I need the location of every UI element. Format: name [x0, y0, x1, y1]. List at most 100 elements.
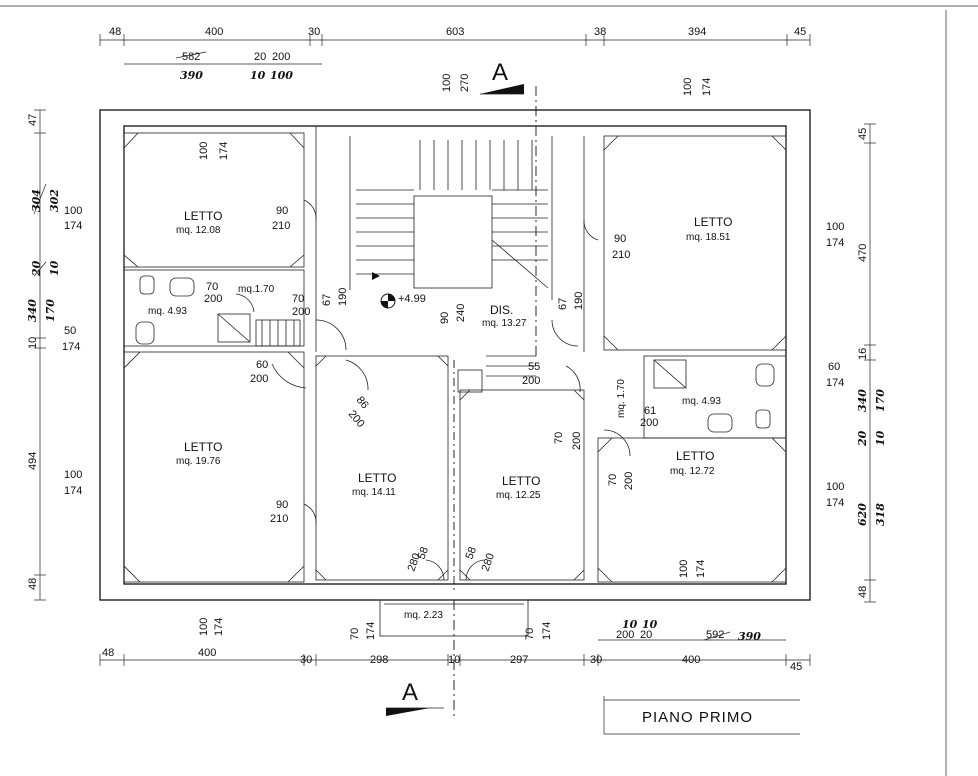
door-h-10: 200	[522, 375, 540, 387]
bottom-dim-8: 400	[682, 654, 700, 666]
door-h-14: 200	[346, 408, 367, 430]
building-walls	[99, 109, 811, 637]
win-h-12: 174	[541, 622, 553, 640]
right-hand-2: 10	[874, 430, 887, 446]
room-area-dis: mq. 13.27	[482, 318, 527, 329]
room-area-1: mq. 12.08	[176, 225, 221, 236]
bottom-dim-7: 30	[590, 654, 602, 666]
left-dim-2: 10	[27, 337, 39, 349]
win-w-12: 70	[524, 628, 536, 640]
door-w-6: 60	[256, 359, 268, 371]
win-w-5: 50	[64, 325, 76, 337]
door-w-5: 70	[292, 293, 304, 305]
win-w-4: 100	[64, 205, 82, 217]
door-h-5: 200	[292, 306, 310, 318]
plan-title: PIANO PRIMO	[642, 709, 753, 726]
left-hand-3: 170	[44, 299, 57, 322]
door-h-11: 200	[640, 417, 658, 429]
win-h-4: 174	[64, 220, 82, 232]
left-hand-1: 302	[48, 189, 61, 212]
bottom-dim-3: 30	[300, 654, 312, 666]
right-dim-4: 48	[857, 586, 869, 598]
bottom-dim-4: 298	[370, 654, 388, 666]
top-sub-d2: 200	[272, 51, 290, 63]
room-labels: LETTO mq. 12.08 LETTO mq. 18.51 LETTO mq…	[148, 209, 732, 621]
win-w-6: 100	[64, 469, 82, 481]
door-h-1: 210	[272, 220, 290, 232]
door-w-1: 90	[276, 205, 288, 217]
level-label: +4.99	[398, 293, 426, 305]
left-dim-4: 48	[27, 578, 39, 590]
bottom-sub-hand1: 10	[622, 618, 638, 631]
bottom-sub-struck: 592	[706, 629, 724, 641]
bottom-sub-d1: 200	[616, 629, 634, 641]
door-w-3: 90	[276, 499, 288, 511]
room-area-2: mq. 18.51	[686, 232, 731, 243]
door-h-7: 190	[337, 288, 349, 306]
win-w-1: 100	[198, 142, 210, 160]
right-hand-struck2: 20	[856, 430, 869, 447]
win-h-7: 174	[826, 237, 844, 249]
title-block: PIANO PRIMO	[603, 696, 800, 735]
top-sub-hand2: 10	[250, 69, 266, 82]
top-sub-hand3: 100	[270, 69, 293, 82]
top-sub-struck: 582	[182, 51, 200, 63]
room-label-1: LETTO	[184, 209, 222, 223]
section-mark-label-top: A	[492, 59, 508, 86]
right-dim-2: 470	[857, 244, 869, 262]
door-w-15: 58	[416, 545, 431, 561]
room-label-5: LETTO	[502, 474, 540, 488]
room-label-2: LETTO	[694, 215, 732, 229]
door-w-10: 55	[528, 361, 540, 373]
room-area-3: mq. 19.76	[176, 456, 221, 467]
door-h-6: 200	[250, 373, 268, 385]
win-w-7: 100	[826, 221, 844, 233]
door-h-3: 210	[270, 513, 288, 525]
bathroom-fixtures	[135, 275, 775, 433]
bath-right-area2: mq. 1.70	[616, 379, 627, 418]
top-dim-3: 30	[308, 26, 320, 38]
door-h-2: 210	[612, 249, 630, 261]
door-h-4: 200	[204, 293, 222, 305]
right-hand-3: 318	[874, 503, 887, 526]
door-h-16: 280	[480, 552, 498, 573]
right-dim-1: 45	[857, 128, 869, 140]
win-h-9: 174	[826, 497, 844, 509]
door-w-4: 70	[206, 281, 218, 293]
win-w-3: 100	[682, 78, 694, 96]
win-h-11: 174	[365, 622, 377, 640]
bottom-sub-d2: 20	[640, 629, 652, 641]
top-dim-5: 38	[594, 26, 606, 38]
right-hand-struck3: 620	[856, 503, 869, 526]
room-label-3: LETTO	[184, 440, 222, 454]
bottom-dim-2: 400	[198, 647, 216, 659]
left-hand-2: 10	[48, 260, 61, 276]
win-w-8: 60	[828, 361, 840, 373]
door-h-9: 190	[573, 292, 585, 310]
top-dim-4: 603	[446, 26, 464, 38]
opening-dimensions: 100 174 100 270 100 174 100 174 50 174 1…	[62, 74, 844, 640]
door-h-8: 240	[455, 304, 467, 322]
top-dim-6: 394	[688, 26, 706, 38]
left-dim-3: 494	[27, 452, 39, 470]
win-h-2: 270	[459, 74, 471, 92]
section-mark-label-bottom: A	[402, 679, 418, 706]
left-dim-1: 47	[27, 114, 39, 126]
right-hand-1: 170	[874, 389, 887, 412]
win-h-10: 174	[213, 618, 225, 636]
win-w-13: 100	[678, 560, 690, 578]
door-w-13: 70	[607, 474, 619, 486]
bottom-dim-6: 297	[510, 654, 528, 666]
win-h-6: 174	[64, 485, 82, 497]
door-w-9: 67	[557, 298, 569, 310]
bottom-sub-hand3: 390	[738, 630, 761, 643]
top-dimension-chain: 48 400 30 603 38 394 45 582 390 20 200 1…	[99, 26, 811, 82]
section-mark-bottom: A	[386, 600, 455, 718]
win-h-1: 174	[218, 142, 230, 160]
section-mark-top: A	[480, 59, 537, 360]
win-h-13: 174	[695, 560, 707, 578]
bottom-sub-hand2: 10	[642, 618, 658, 631]
bottom-dimension-chain: 48 400 30 298 10 297 30 400 45 10 10 200…	[99, 618, 811, 673]
bath-right-area: mq. 4.93	[682, 396, 721, 407]
